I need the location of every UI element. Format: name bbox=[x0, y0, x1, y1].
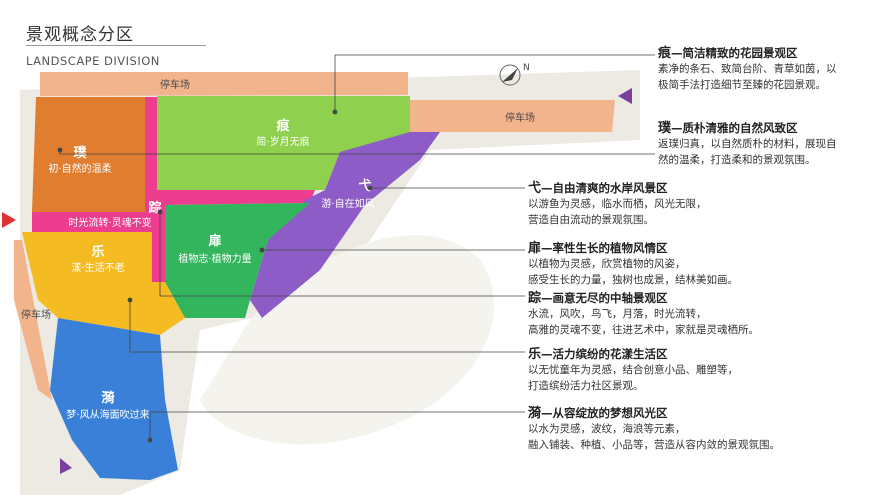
desc-yi2-rest: —从容绽放的梦想风光区 bbox=[541, 406, 668, 420]
description-yi2: 漪—从容绽放的梦想风光区 以水为灵感，波纹，海浪等元素， 融入铺装、种植、小品等… bbox=[528, 405, 873, 453]
desc-zong-head: 踪 bbox=[528, 291, 542, 306]
zone-pu[interactable] bbox=[32, 97, 145, 212]
desc-zong-line1: 水流，风吹，鸟飞，月落，时光流转， bbox=[528, 308, 707, 320]
entrance-arrow-icon-bottom bbox=[60, 458, 72, 474]
description-le: 乐—活力缤纷的花漾生活区 以无忧童年为灵感，结合创意小品、雕塑等， 打造缤纷活力… bbox=[528, 346, 873, 394]
zone-hen-char: 痕 bbox=[275, 118, 290, 134]
description-yi: 弋—自由清爽的水岸风景区 以游鱼为灵感，临水而栖，风光无限， 营造自由流动的景观… bbox=[528, 180, 873, 228]
desc-fei-line2: 感受生长的力量，独树也成景，结林美如画。 bbox=[528, 273, 738, 286]
zone-yi[interactable] bbox=[250, 132, 440, 318]
desc-yi-head: 弋 bbox=[528, 181, 542, 196]
desc-le-head: 乐 bbox=[528, 347, 542, 362]
parking-left-label: 停车场 bbox=[21, 308, 51, 321]
desc-zong-rest: —画意无尽的中轴景观区 bbox=[541, 291, 668, 305]
desc-hen-rest: —简洁精致的花园景观区 bbox=[671, 46, 798, 60]
desc-le-line2: 打造缤纷活力社区景观。 bbox=[528, 379, 644, 392]
desc-zong-line2: 高雅的灵魂不变，往进艺术中，家就是灵魂栖所。 bbox=[528, 323, 759, 336]
parking-right bbox=[410, 100, 615, 132]
zone-hen-sub: 简·岁月无痕 bbox=[256, 135, 309, 148]
desc-fei-rest: —率性生长的植物风情区 bbox=[541, 241, 668, 255]
entrance-arrow-icon-topright bbox=[618, 88, 632, 104]
desc-yi2-line1: 以水为灵感，波纹，海浪等元素， bbox=[528, 423, 686, 435]
zone-le[interactable] bbox=[22, 232, 185, 335]
desc-pu-head: 璞 bbox=[658, 121, 672, 136]
description-hen: 痕—简洁精致的花园景观区 素净的条石、致简台阶、青草如茵，以 极简手法打造细节至… bbox=[658, 45, 873, 93]
page-subtitle: LANDSCAPE DIVISION bbox=[26, 54, 160, 68]
zone-fei-sub: 植物志·植物力量 bbox=[178, 252, 251, 265]
desc-le-rest: —活力缤纷的花漾生活区 bbox=[541, 347, 668, 361]
desc-yi2-head: 漪 bbox=[528, 406, 542, 421]
page-title: 景观概念分区 bbox=[26, 25, 134, 45]
desc-fei-head: 扉 bbox=[528, 241, 542, 256]
zone-fei[interactable] bbox=[165, 203, 310, 318]
desc-hen-line1: 素净的条石、致简台阶、青草如茵，以 bbox=[658, 63, 837, 75]
zone-zong-sub: 时光流转·灵魂不变 bbox=[68, 216, 151, 229]
entrance-arrow-icon-left bbox=[2, 212, 16, 228]
north-arrow-icon: N bbox=[499, 63, 530, 86]
zone-hen[interactable] bbox=[157, 96, 410, 190]
desc-yi2-line2: 融入铺装、种植、小品等，营造从容内敛的景观氛围。 bbox=[528, 438, 780, 451]
water-area bbox=[200, 235, 494, 445]
zone-yi-char: 弋 bbox=[358, 178, 371, 194]
description-fei: 扉—率性生长的植物风情区 以植物为灵感，欣赏植物的风姿， 感受生长的力量，独树也… bbox=[528, 240, 873, 288]
desc-yi-line1: 以游鱼为灵感，临水而栖，风光无限， bbox=[528, 198, 707, 210]
desc-pu-line1: 返璞归真，以自然质朴的材料，展现自 bbox=[658, 138, 837, 150]
title-divider bbox=[26, 45, 206, 46]
parking-top-label: 停车场 bbox=[160, 78, 190, 91]
zone-yi-sub: 游·自在如风 bbox=[321, 197, 374, 210]
desc-le-line1: 以无忧童年为灵感，结合创意小品、雕塑等， bbox=[528, 364, 738, 376]
zone-pu-char: 璞 bbox=[73, 145, 87, 161]
parking-top bbox=[40, 72, 408, 96]
desc-yi-rest: —自由清爽的水岸风景区 bbox=[541, 181, 668, 195]
description-pu: 璞—质朴清雅的自然风致区 返璞归真，以自然质朴的材料，展现自 然的温柔，打造柔和… bbox=[658, 120, 873, 168]
zone-yi2[interactable] bbox=[50, 318, 178, 480]
zone-le-sub: 漾·生活不老 bbox=[71, 261, 124, 274]
desc-yi-line2: 营造自由流动的景观氛围。 bbox=[528, 213, 654, 226]
parking-right-label: 停车场 bbox=[505, 111, 535, 124]
zone-yi2-char: 漪 bbox=[101, 390, 114, 406]
parking-left bbox=[14, 240, 52, 400]
leader-lines bbox=[57, 54, 655, 443]
zone-pu-sub: 初·自然的温柔 bbox=[48, 162, 111, 175]
zone-le-char: 乐 bbox=[91, 244, 104, 260]
desc-hen-line2: 极简手法打造细节至臻的花园景观。 bbox=[658, 78, 826, 91]
desc-fei-line1: 以植物为灵感，欣赏植物的风姿， bbox=[528, 258, 686, 270]
description-zong: 踪—画意无尽的中轴景观区 水流，风吹，鸟飞，月落，时光流转， 高雅的灵魂不变，往… bbox=[528, 290, 873, 338]
compass-letter: N bbox=[523, 63, 530, 73]
desc-hen-head: 痕 bbox=[658, 46, 672, 61]
zone-yi2-sub: 梦·风从海面吹过来 bbox=[66, 408, 149, 421]
zone-fei-char: 扉 bbox=[208, 233, 221, 249]
desc-pu-rest: —质朴清雅的自然风致区 bbox=[671, 121, 798, 135]
desc-pu-line2: 然的温柔，打造柔和的景观氛围。 bbox=[658, 153, 816, 166]
